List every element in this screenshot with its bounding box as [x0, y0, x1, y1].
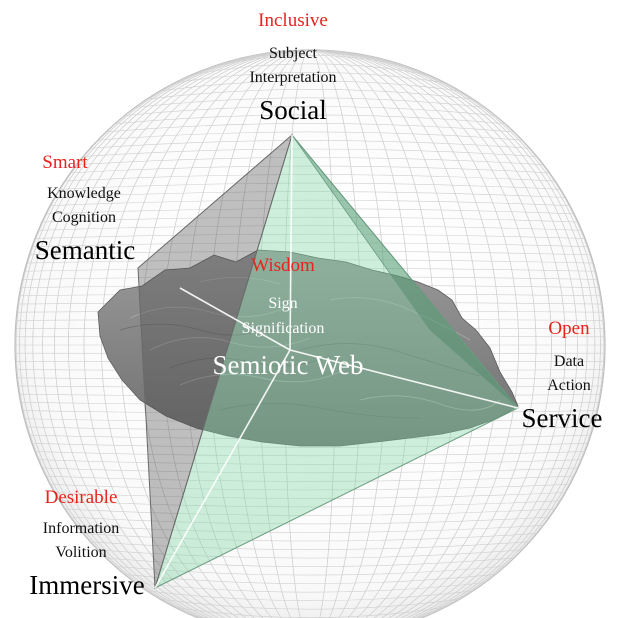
sphere-parallel: [45, 208, 575, 215]
sphere-parallel: [135, 582, 485, 593]
sphere-parallel: [49, 484, 571, 491]
service-line1-label: Data: [553, 353, 585, 370]
sphere-parallel: [59, 500, 561, 508]
semiotic-line2-label: Signification: [241, 320, 325, 337]
semiotic-quality-label: Wisdom: [251, 255, 315, 276]
sphere-parallel: [64, 174, 556, 182]
sphere-parallel: [38, 225, 582, 231]
sphere-parallel: [59, 182, 561, 190]
spokes: [154, 134, 519, 589]
semiotic-name-label: Semiotic Web: [212, 350, 364, 380]
sphere-parallel: [114, 565, 506, 576]
sphere-parallel: [146, 89, 474, 100]
social-name-label: Social: [259, 95, 327, 125]
pyramid-face-left: [137, 133, 293, 589]
sphere-parallel: [124, 106, 496, 116]
social-quality-label: Inclusive: [258, 10, 328, 31]
sphere-parallel: [90, 541, 530, 550]
sphere-parallel: [29, 250, 591, 256]
immersive-name-label: Immersive: [29, 570, 145, 600]
sphere-parallel: [54, 492, 566, 499]
immersive-line2-label: Volition: [55, 544, 107, 561]
sphere-parallel: [38, 459, 582, 465]
sphere-parallel: [97, 549, 523, 559]
sphere-parallel: [90, 140, 530, 149]
sphere-parallel: [135, 97, 485, 108]
service-line2-label: Action: [547, 377, 591, 394]
sphere-parallel: [83, 533, 537, 542]
sphere-parallel: [159, 598, 461, 610]
sphere-parallel: [76, 524, 544, 533]
sphere-parallel: [83, 148, 537, 157]
sphere-parallel: [34, 451, 586, 457]
semiotic-line1-label: Sign: [268, 295, 298, 312]
sphere-parallel: [159, 80, 461, 92]
sphere-parallel: [212, 54, 408, 67]
sphere-parallel: [49, 199, 571, 206]
sphere-parallel: [146, 590, 474, 601]
social-line1-label: Subject: [269, 45, 317, 62]
immersive-quality-label: Desirable: [44, 487, 118, 508]
sphere-parallel: [105, 557, 515, 567]
social-line2-label: Interpretation: [249, 69, 337, 86]
immersive-line1-label: Information: [42, 520, 120, 537]
semantic-line2-label: Cognition: [51, 209, 116, 226]
spoke-social: [289, 134, 293, 351]
semantic-name-label: Semantic: [34, 235, 136, 265]
sphere-parallel: [31, 443, 589, 448]
sphere-parallel: [70, 165, 550, 174]
sphere-parallel: [97, 131, 523, 141]
semantic-line1-label: Knowledge: [47, 185, 121, 202]
spoke-service: [289, 349, 519, 409]
sphere-parallel: [64, 508, 556, 516]
sphere-parallel: [105, 123, 515, 133]
terrain-landscape: [97, 249, 519, 447]
spoke-immersive: [154, 349, 291, 589]
spoke-semantic: [179, 287, 291, 351]
sphere-parallel: [54, 191, 566, 198]
sphere-parallel: [192, 63, 428, 75]
pyramid-face-right: [291, 134, 519, 409]
sphere-parallel: [34, 233, 586, 239]
sphere-parallel: [174, 72, 446, 84]
sphere-parallel: [114, 114, 506, 125]
sphere-parallel: [45, 475, 575, 482]
service-name-label: Service: [521, 403, 603, 433]
sphere-parallel: [70, 516, 550, 525]
sphere-parallel: [41, 216, 579, 223]
sphere-parallel: [41, 467, 579, 474]
service-quality-label: Open: [548, 318, 590, 339]
sphere-parallel: [31, 242, 589, 247]
semantic-quality-label: Smart: [42, 152, 88, 173]
